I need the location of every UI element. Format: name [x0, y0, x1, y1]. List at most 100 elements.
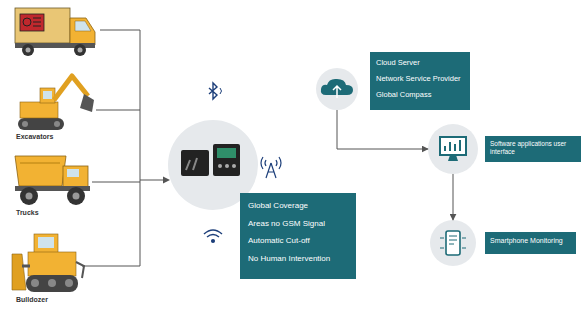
dump-truck-icon — [15, 156, 66, 186]
bulldozer-icon — [22, 265, 30, 268]
device-hub-icon — [186, 158, 197, 170]
box-truck-icon — [15, 8, 95, 56]
node-text: Automatic Cut-off — [248, 236, 348, 246]
monitor-icon — [440, 137, 466, 155]
vehicle-bus-line — [82, 30, 164, 266]
cloud-icon — [333, 86, 341, 98]
node-text: Network Service Provider — [376, 74, 464, 83]
excavator-icon — [18, 76, 94, 130]
vehicle-bus-line — [140, 180, 164, 181]
excavator-icon — [54, 76, 88, 100]
feature-box: Global CoverageAreas no GSM SignalAutoma… — [240, 193, 356, 279]
dump-truck-icon — [67, 187, 85, 205]
teal-text-box: Software applications user interface — [485, 136, 581, 162]
vehicle-label: Excavators — [16, 133, 53, 140]
box-truck-icon — [23, 18, 31, 26]
bulldozer-icon — [28, 252, 76, 276]
vehicle-bus-line — [82, 266, 140, 267]
teal-text-box: Global CoverageAreas no GSM SignalAutoma… — [240, 193, 356, 279]
excavator-icon — [80, 94, 94, 112]
smartphone-icon — [430, 220, 476, 266]
box-truck-icon — [20, 14, 44, 31]
dump-truck-icon — [26, 193, 33, 200]
bluetooth-symbol — [209, 83, 217, 99]
node-text: Areas no GSM Signal — [248, 219, 348, 229]
dump-truck-icon — [63, 166, 88, 187]
teal-text-box: Smartphone Monitoring — [485, 232, 576, 254]
box-truck-icon — [75, 21, 91, 31]
device-hub-icon — [217, 148, 236, 158]
vehicle-label: Bulldozer — [16, 296, 48, 303]
bulldozer-icon — [38, 237, 54, 248]
smartphone-icon — [440, 238, 466, 248]
excavator-icon — [43, 91, 52, 99]
node-text: Cloud Server — [376, 58, 464, 67]
excavator-icon — [40, 88, 55, 103]
vehicle-bus-line — [100, 30, 140, 31]
excavator-icon — [22, 121, 28, 127]
bus-arrowhead — [163, 177, 170, 184]
device-hub-icon — [218, 164, 222, 168]
node-text: No Human Intervention — [248, 254, 348, 264]
antenna-symbol — [261, 157, 281, 169]
bulldozer-icon — [12, 254, 26, 290]
box-truck-icon — [78, 48, 83, 53]
dump-truck-icon — [67, 169, 79, 177]
cloud-icon — [316, 68, 358, 110]
antenna-symbol — [265, 160, 277, 166]
antenna-symbol — [261, 157, 281, 178]
box-truck-icon — [15, 8, 70, 43]
cloud-icon — [316, 68, 358, 110]
device-hub-icon — [181, 150, 209, 176]
smartphone-icon — [449, 236, 457, 244]
wifi-symbol — [212, 240, 215, 243]
monitor-icon — [445, 140, 460, 151]
excavator-icon — [54, 121, 60, 127]
bulldozer-icon — [48, 279, 56, 287]
box-truck-icon — [74, 44, 86, 56]
box-truck-icon — [33, 18, 41, 26]
bulldozer-icon — [65, 279, 73, 287]
node-text: Software applications user interface — [490, 140, 576, 156]
excavator-icon — [18, 118, 64, 130]
cloud-service-box: Cloud ServerNetwork Service ProviderGlob… — [316, 52, 470, 110]
antenna-symbol — [266, 163, 276, 178]
vehicle-bus-line — [96, 110, 140, 111]
box-truck-icon — [70, 18, 95, 45]
device-hub-icon — [232, 164, 236, 168]
monitor-icon — [448, 155, 458, 161]
software-box: Software applications user interface — [428, 124, 581, 174]
bulldozer-icon — [31, 279, 39, 287]
smartphone-box: Smartphone Monitoring — [430, 220, 576, 266]
vehicle-label: Trucks — [16, 209, 39, 216]
vehicle-bus-line — [140, 30, 141, 266]
dump-truck-icon — [73, 193, 80, 200]
flow-arrow — [337, 110, 428, 149]
bulldozer-icon — [12, 234, 84, 292]
dump-truck-icon — [15, 156, 90, 205]
smartphone-icon — [430, 220, 476, 266]
wifi-symbol — [207, 235, 219, 238]
node-text: Smartphone Monitoring — [490, 237, 571, 245]
vehicle-bus-line — [92, 182, 140, 183]
device-hub-icon — [213, 144, 240, 176]
wifi-symbol — [204, 230, 222, 242]
flow-arrow — [453, 174, 454, 220]
wifi-symbol — [204, 230, 222, 234]
device-hub-icon — [225, 164, 229, 168]
excavator-icon — [20, 102, 58, 118]
dump-truck-icon — [20, 187, 38, 205]
monitor-icon — [428, 124, 478, 174]
teal-text-box: Cloud ServerNetwork Service ProviderGlob… — [370, 52, 470, 110]
box-truck-icon — [26, 48, 31, 53]
node-text: Global Coverage — [248, 201, 348, 211]
bulldozer-icon — [34, 234, 58, 253]
smartphone-icon — [446, 231, 460, 255]
bluetooth-waves — [220, 88, 222, 94]
dump-truck-icon — [20, 162, 60, 164]
monitor-icon — [428, 124, 478, 174]
node-text: Global Compass — [376, 90, 464, 99]
bulldozer-icon — [76, 262, 84, 278]
bulldozer-icon — [26, 275, 78, 292]
